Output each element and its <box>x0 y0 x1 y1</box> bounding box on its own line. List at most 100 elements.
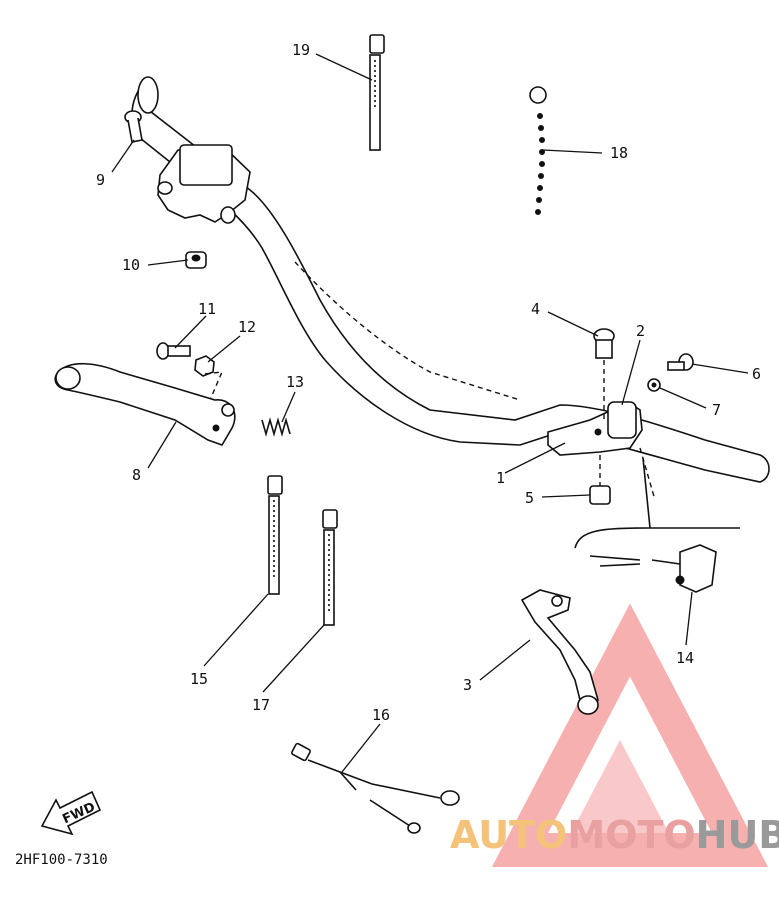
tie-strap <box>323 529 335 626</box>
bolt-shank <box>167 345 191 357</box>
throttle-housing-boss <box>220 206 236 224</box>
leader-1 <box>504 442 566 474</box>
part-number-13: 13 <box>286 373 304 391</box>
leader-16 <box>341 723 381 773</box>
nut-body <box>589 485 611 505</box>
part-number-7: 7 <box>712 401 721 419</box>
part-number-9: 9 <box>96 171 105 189</box>
inset-bracket-top <box>574 527 740 549</box>
lever-adjuster <box>212 424 220 432</box>
part-11-bolt <box>156 342 191 360</box>
diagram-code: 2HF100-7310 <box>15 852 108 868</box>
switch-wire-1 <box>589 555 641 561</box>
part-18-ball-chain <box>529 86 547 215</box>
part-5-nut <box>589 455 611 505</box>
part-8-clutch-lever <box>54 362 236 446</box>
bracket-hole <box>594 428 602 436</box>
tie-head <box>322 509 338 529</box>
nut-hole <box>191 254 201 262</box>
throttle-housing-hole <box>157 181 173 195</box>
part-labels: 1 2 3 4 5 6 7 8 9 10 11 12 13 14 15 16 1… <box>96 41 761 724</box>
switch-body <box>679 544 717 593</box>
part-7-washer <box>647 378 661 392</box>
tie-strap <box>369 54 381 151</box>
inset-pointer <box>642 457 651 529</box>
lead-terminal-2 <box>407 822 421 834</box>
chain-ball <box>539 137 545 143</box>
lever-pivot-hole <box>551 595 563 607</box>
tie-head <box>267 475 283 495</box>
leader-3 <box>479 639 531 681</box>
chain-ball <box>539 161 545 167</box>
watermark-text: AUTOMOTOHUB <box>450 813 779 857</box>
part-number-11: 11 <box>198 300 216 318</box>
bolt-shank <box>127 117 143 143</box>
chain-ball <box>537 113 543 119</box>
chain-ball <box>536 197 542 203</box>
throttle-housing <box>157 144 251 224</box>
handlebar-hidden-line-2 <box>639 447 656 501</box>
part-3-brake-lever <box>520 589 599 715</box>
watermark-text-auto: AUTO <box>450 813 567 857</box>
watermark-text-hub: HUB <box>696 813 779 857</box>
switch-wire-3 <box>651 559 681 565</box>
chain-ball <box>539 149 545 155</box>
switch-wire-2 <box>599 563 641 567</box>
leader-18 <box>542 149 603 154</box>
part-16-switch-lead <box>291 742 460 834</box>
part-number-4: 4 <box>531 300 540 318</box>
watermark-text-moto: MOTO <box>567 813 695 857</box>
watermark-triangle-shape <box>491 603 769 867</box>
leader-7 <box>659 387 707 409</box>
lead-terminal <box>440 790 460 806</box>
part-13-spring <box>261 417 291 437</box>
chain-ball <box>538 125 544 131</box>
lead-wire-1 <box>307 759 441 799</box>
leader-12 <box>207 335 241 363</box>
bolt-shank <box>595 339 613 359</box>
leader-9 <box>111 139 135 173</box>
screw-shank <box>667 361 685 371</box>
part-14-switch-inset <box>574 457 740 593</box>
part-number-8: 8 <box>132 466 141 484</box>
leader-2 <box>621 339 641 406</box>
leader-14 <box>685 591 693 646</box>
part-number-1: 1 <box>496 469 505 487</box>
part-number-15: 15 <box>190 670 208 688</box>
part-number-10: 10 <box>122 256 140 274</box>
lead-wire-3 <box>369 799 411 827</box>
leader-11 <box>174 315 207 349</box>
part-15-cable-tie <box>267 475 283 595</box>
leader-lines <box>111 53 749 773</box>
lead-connector <box>291 742 311 762</box>
tie-head <box>369 34 385 54</box>
leader-19 <box>315 53 373 81</box>
bolt-head <box>156 342 170 360</box>
leader-13 <box>281 391 296 423</box>
part-number-19: 19 <box>292 41 310 59</box>
part-number-18: 18 <box>610 144 628 162</box>
part-number-5: 5 <box>525 489 534 507</box>
watermark-inner-shape <box>570 740 670 835</box>
chain-ball <box>537 185 543 191</box>
throttle-housing-cap <box>179 144 233 186</box>
fwd-arrow-shape <box>40 790 102 836</box>
lever-ball-end <box>577 695 599 715</box>
part-10-nut <box>185 251 207 269</box>
part-number-3: 3 <box>463 676 472 694</box>
part-number-2: 2 <box>636 322 645 340</box>
lever-ball-end <box>55 366 81 390</box>
leader-6 <box>691 363 749 374</box>
part-number-12: 12 <box>238 318 256 336</box>
handlebar-hidden-line <box>294 261 521 401</box>
lever-body <box>520 589 599 714</box>
lever-bracket <box>547 401 643 456</box>
spring-coils <box>261 417 291 437</box>
handlebar <box>131 76 770 501</box>
lead-wire-2 <box>339 771 357 791</box>
part-9-bolt <box>124 110 143 143</box>
leader-8 <box>147 421 177 469</box>
part-number-6: 6 <box>752 365 761 383</box>
handlebar-outline <box>131 77 770 483</box>
